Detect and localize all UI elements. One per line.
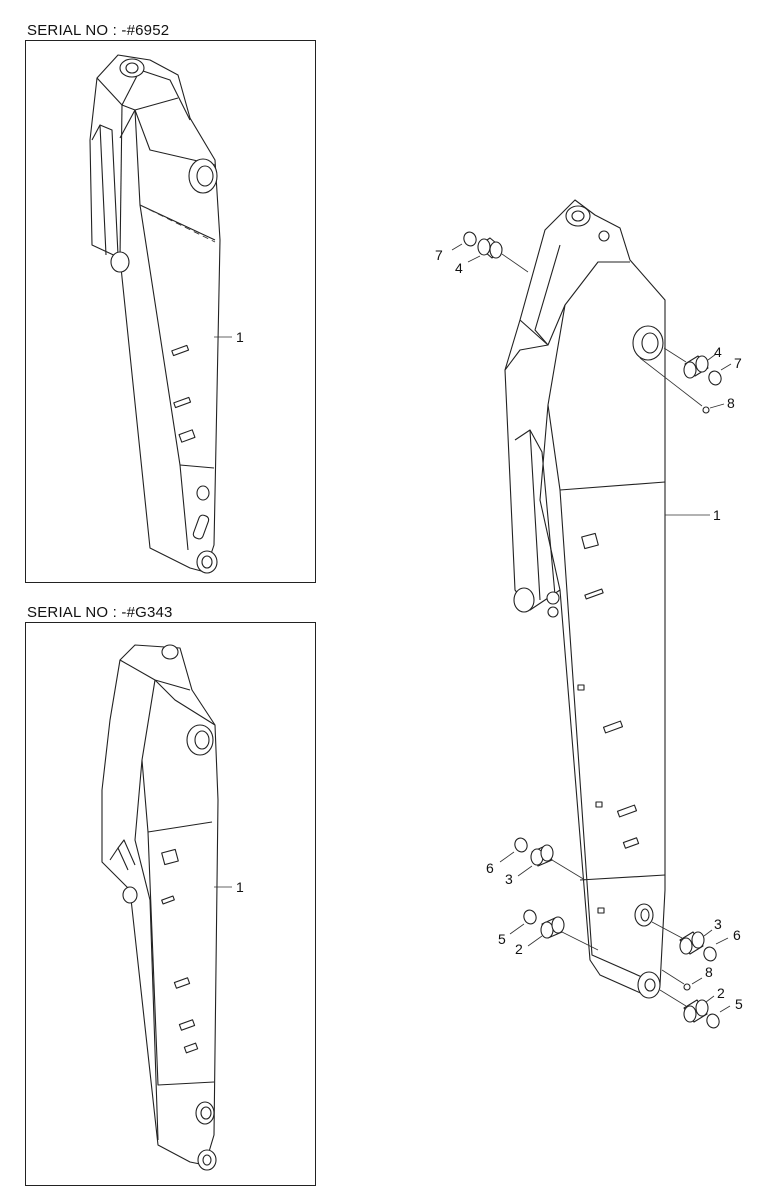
inset-frame-bottom xyxy=(25,622,316,1186)
callout-7-upper-left: 7 xyxy=(435,247,443,263)
serial-label-bottom: SERIAL NO : -#G343 xyxy=(27,604,173,621)
arm-bottom-inset xyxy=(101,644,232,1171)
callout-3-lower-left: 3 xyxy=(505,871,513,887)
callout-1-bottom: 1 xyxy=(236,879,244,895)
arm-main-exploded xyxy=(504,199,666,999)
callout-8-upper-right: 8 xyxy=(727,395,735,411)
callout-1-main: 1 xyxy=(713,507,721,523)
inset-frame-top xyxy=(25,40,316,583)
callout-6-lower-left: 6 xyxy=(486,860,494,876)
callout-2-lower-right: 2 xyxy=(717,985,725,1001)
serial-label-top: SERIAL NO : -#6952 xyxy=(27,22,170,39)
callout-1-top: 1 xyxy=(236,329,244,345)
arm-top-inset xyxy=(89,54,232,574)
callout-5-lower-right: 5 xyxy=(735,996,743,1012)
callout-4-upper-right: 4 xyxy=(714,344,722,360)
callout-5-lower-left: 5 xyxy=(498,931,506,947)
callout-2-lower-left: 2 xyxy=(515,941,523,957)
callout-6-lower-right: 6 xyxy=(733,927,741,943)
callout-3-lower-right: 3 xyxy=(714,916,722,932)
callout-8-lower-right: 8 xyxy=(705,964,713,980)
callout-4-upper-left: 4 xyxy=(455,260,463,276)
exploded-parts xyxy=(451,231,732,1029)
callout-7-upper-right: 7 xyxy=(734,355,742,371)
